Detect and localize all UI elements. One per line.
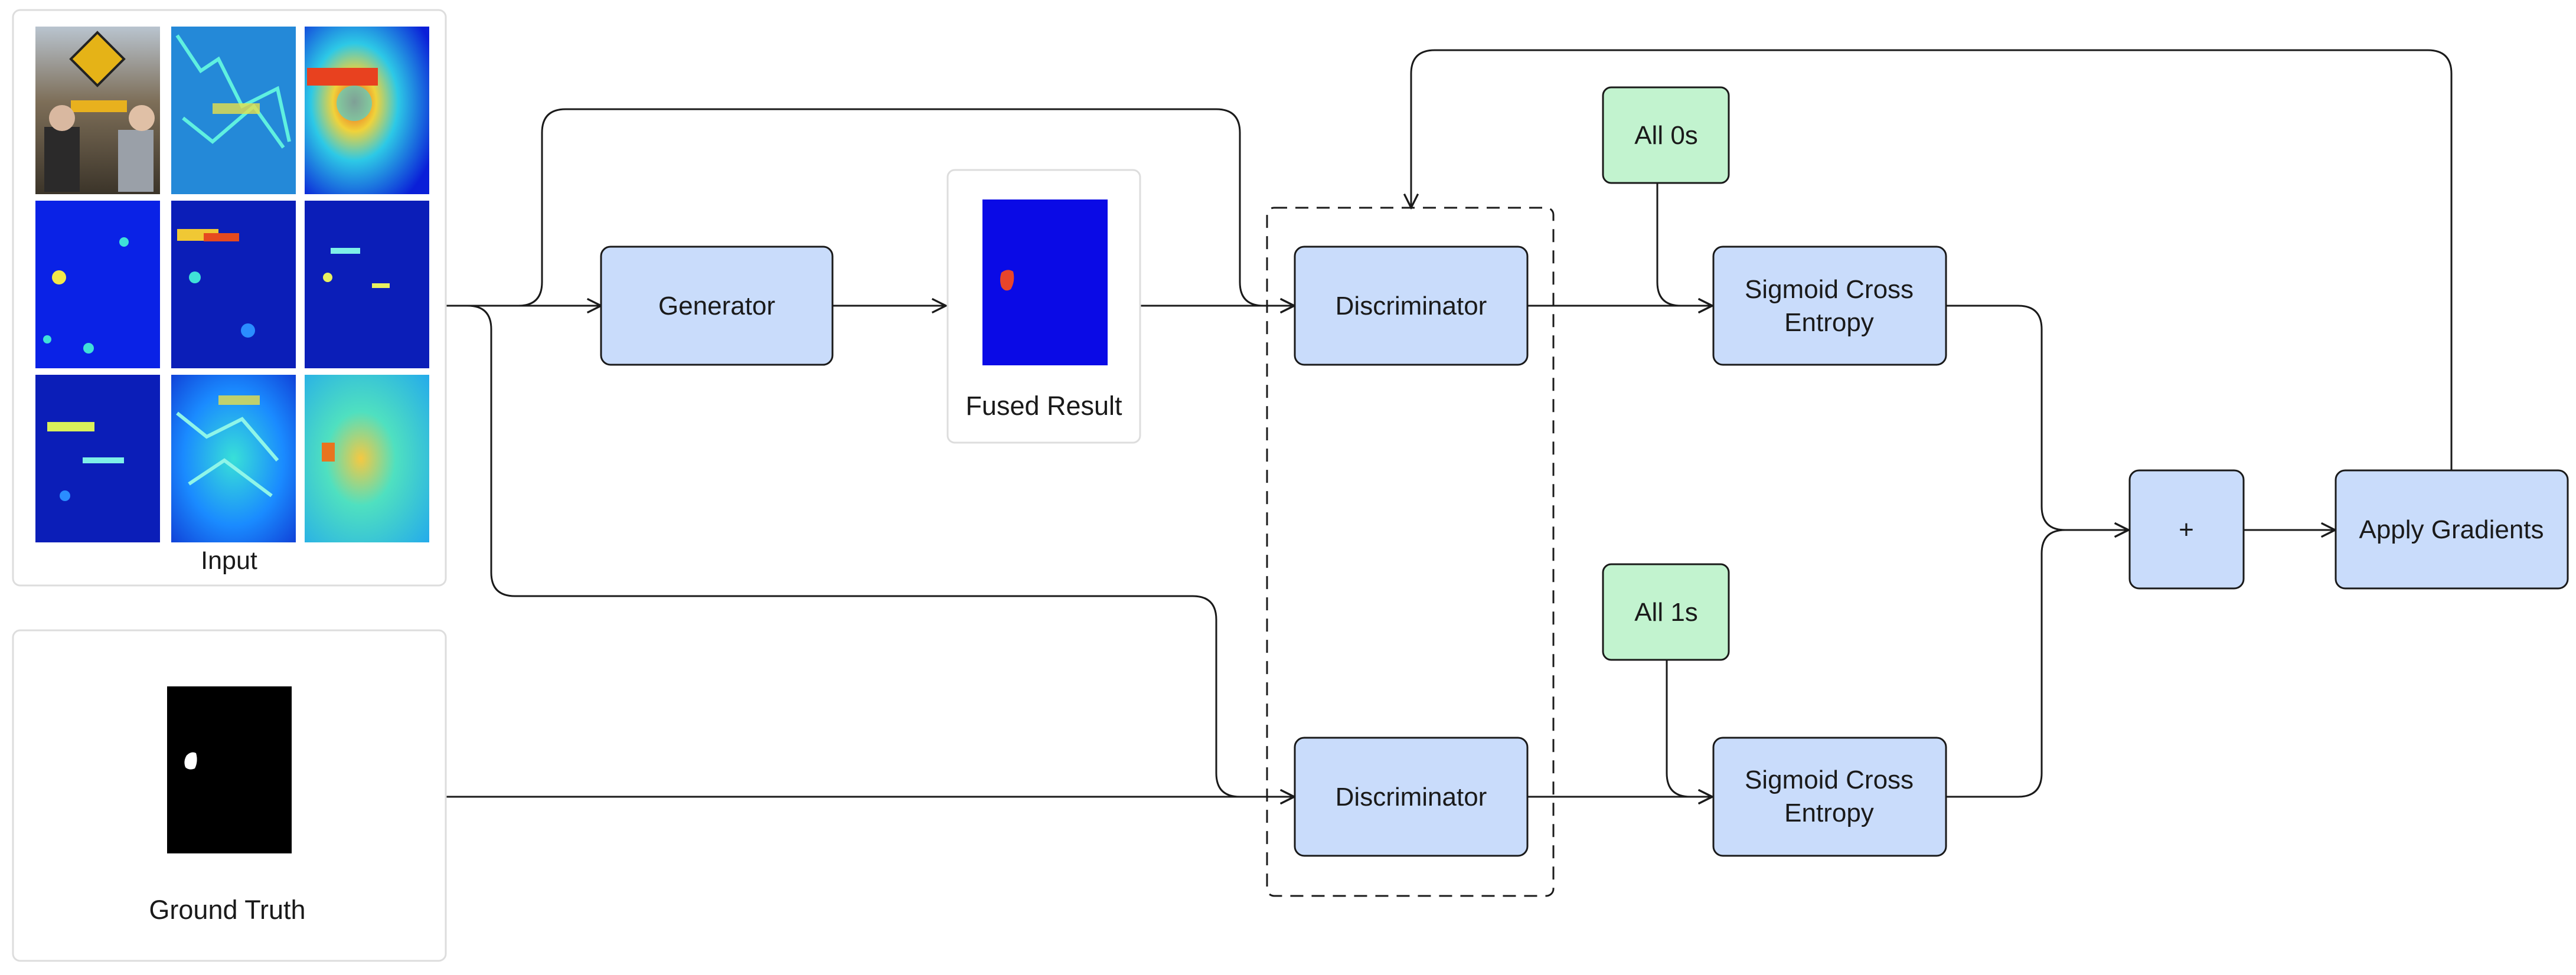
discriminator-bottom-node[interactable]: Discriminator — [1294, 737, 1529, 857]
ground-truth-mask-region — [184, 752, 197, 770]
input-tile-heatmap-2 — [35, 201, 160, 368]
input-tile-heatmap-6 — [305, 375, 429, 542]
ground-truth-label: Ground Truth — [149, 895, 305, 925]
input-label: Input — [201, 547, 257, 575]
apply-gradients-node[interactable]: Apply Gradients — [2335, 469, 2569, 590]
fused-result-label: Fused Result — [965, 391, 1122, 421]
sigmoid-cross-entropy-top-node[interactable]: Sigmoid Cross Entropy — [1712, 246, 1947, 366]
input-tile-heatmap-5 — [35, 375, 160, 542]
edge-apply-gradients-feedback — [1411, 49, 2453, 472]
sigmoid-top-label-line1: Sigmoid Cross — [1745, 275, 1914, 304]
generator-label: Generator — [658, 292, 775, 320]
sigmoid-cross-entropy-bottom-node[interactable]: Sigmoid Cross Entropy — [1712, 737, 1947, 857]
fused-result-region — [1000, 270, 1014, 291]
edge-all-ones-to-sigmoid — [1666, 659, 1712, 797]
apply-gradients-label: Apply Gradients — [2359, 515, 2544, 544]
all-ones-node[interactable]: All 1s — [1602, 563, 1730, 661]
edge-input-to-bottom-discriminator — [445, 305, 1294, 797]
sigmoid-bottom-label-line1: Sigmoid Cross — [1745, 765, 1914, 794]
discriminator-bottom-label: Discriminator — [1336, 783, 1487, 812]
plus-node[interactable]: + — [2128, 469, 2245, 590]
sigmoid-top-label-line2: Entropy — [1784, 308, 1874, 337]
input-tile-heatmap-3 — [171, 201, 296, 368]
generator-node[interactable]: Generator — [600, 246, 834, 366]
edge-sigmoid-top-to-plus — [1945, 305, 2128, 530]
input-tile-heatmap-1 — [305, 27, 429, 194]
fused-result-panel: Fused Result — [946, 169, 1141, 444]
edge-sigmoid-bottom-to-plus — [1945, 530, 2128, 798]
input-tile-edge-map-2 — [171, 375, 296, 542]
connectors — [445, 49, 2453, 798]
sigmoid-bottom-label-line2: Entropy — [1784, 799, 1874, 827]
plus-label: + — [2179, 515, 2194, 544]
discriminator-top-node[interactable]: Discriminator — [1294, 246, 1529, 366]
input-tile-photo — [35, 27, 160, 194]
all-zeros-label: All 0s — [1634, 121, 1698, 150]
discriminator-top-label: Discriminator — [1336, 292, 1487, 320]
ground-truth-mask — [167, 686, 292, 853]
all-zeros-node[interactable]: All 0s — [1602, 86, 1730, 184]
discriminator-group-outline — [1266, 207, 1555, 897]
input-tile-edge-map-1 — [171, 27, 296, 194]
edge-all-zeros-to-sigmoid — [1656, 182, 1712, 306]
input-panel: Input — [12, 9, 447, 587]
all-ones-label: All 1s — [1634, 598, 1698, 627]
input-tile-heatmap-4 — [305, 201, 429, 368]
ground-truth-panel: Ground Truth — [12, 629, 447, 962]
edge-input-to-top-discriminator — [445, 108, 1294, 306]
